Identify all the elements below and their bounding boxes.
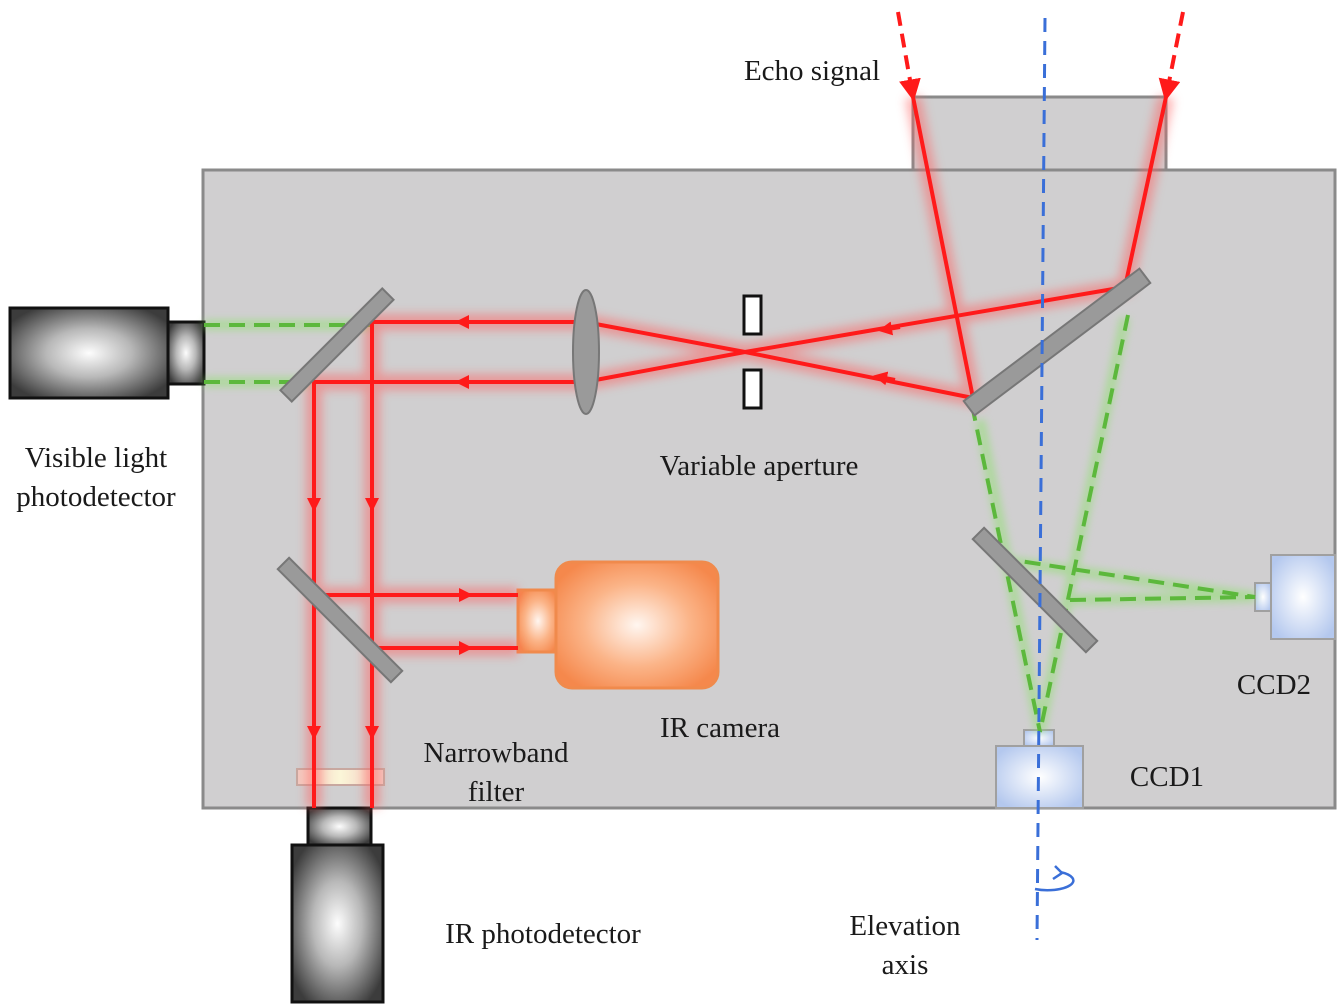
elevation-axis-line <box>1035 17 1047 941</box>
echo-signal-label: Echo signal <box>744 55 880 87</box>
main-mirror <box>962 267 1152 417</box>
variable-aperture-label: Variable aperture <box>660 450 859 482</box>
narrowband-label-line1: Narrowband <box>424 737 569 769</box>
ccd2-label: CCD2 <box>1237 669 1311 701</box>
variable-aperture <box>742 294 763 410</box>
ir-camera-label: IR camera <box>660 712 780 744</box>
visible-light-label-line1: Visible light <box>25 442 167 474</box>
ir-photodetector-label: IR photodetector <box>445 918 641 950</box>
visible-light-photodetector <box>8 306 206 400</box>
narrowband-label-line2: filter <box>468 776 525 808</box>
telescope-housing <box>911 95 1168 172</box>
lower-left-mirror <box>276 556 404 684</box>
red-beams <box>307 11 1185 808</box>
ir-camera <box>516 560 720 690</box>
elevation-label-line1: Elevation <box>849 910 961 942</box>
ccd1-label: CCD1 <box>1130 761 1204 793</box>
rotation-arrow-icon <box>1034 865 1075 892</box>
ir-photodetector <box>290 806 385 1004</box>
elevation-label-line2: axis <box>882 949 929 981</box>
ccd-beam-splitter <box>971 526 1099 654</box>
mirrors <box>276 267 1152 684</box>
green-beams <box>204 314 1256 734</box>
top-left-mirror <box>279 287 395 403</box>
visible-light-label-line2: photodetector <box>16 481 176 513</box>
lens <box>572 289 600 415</box>
